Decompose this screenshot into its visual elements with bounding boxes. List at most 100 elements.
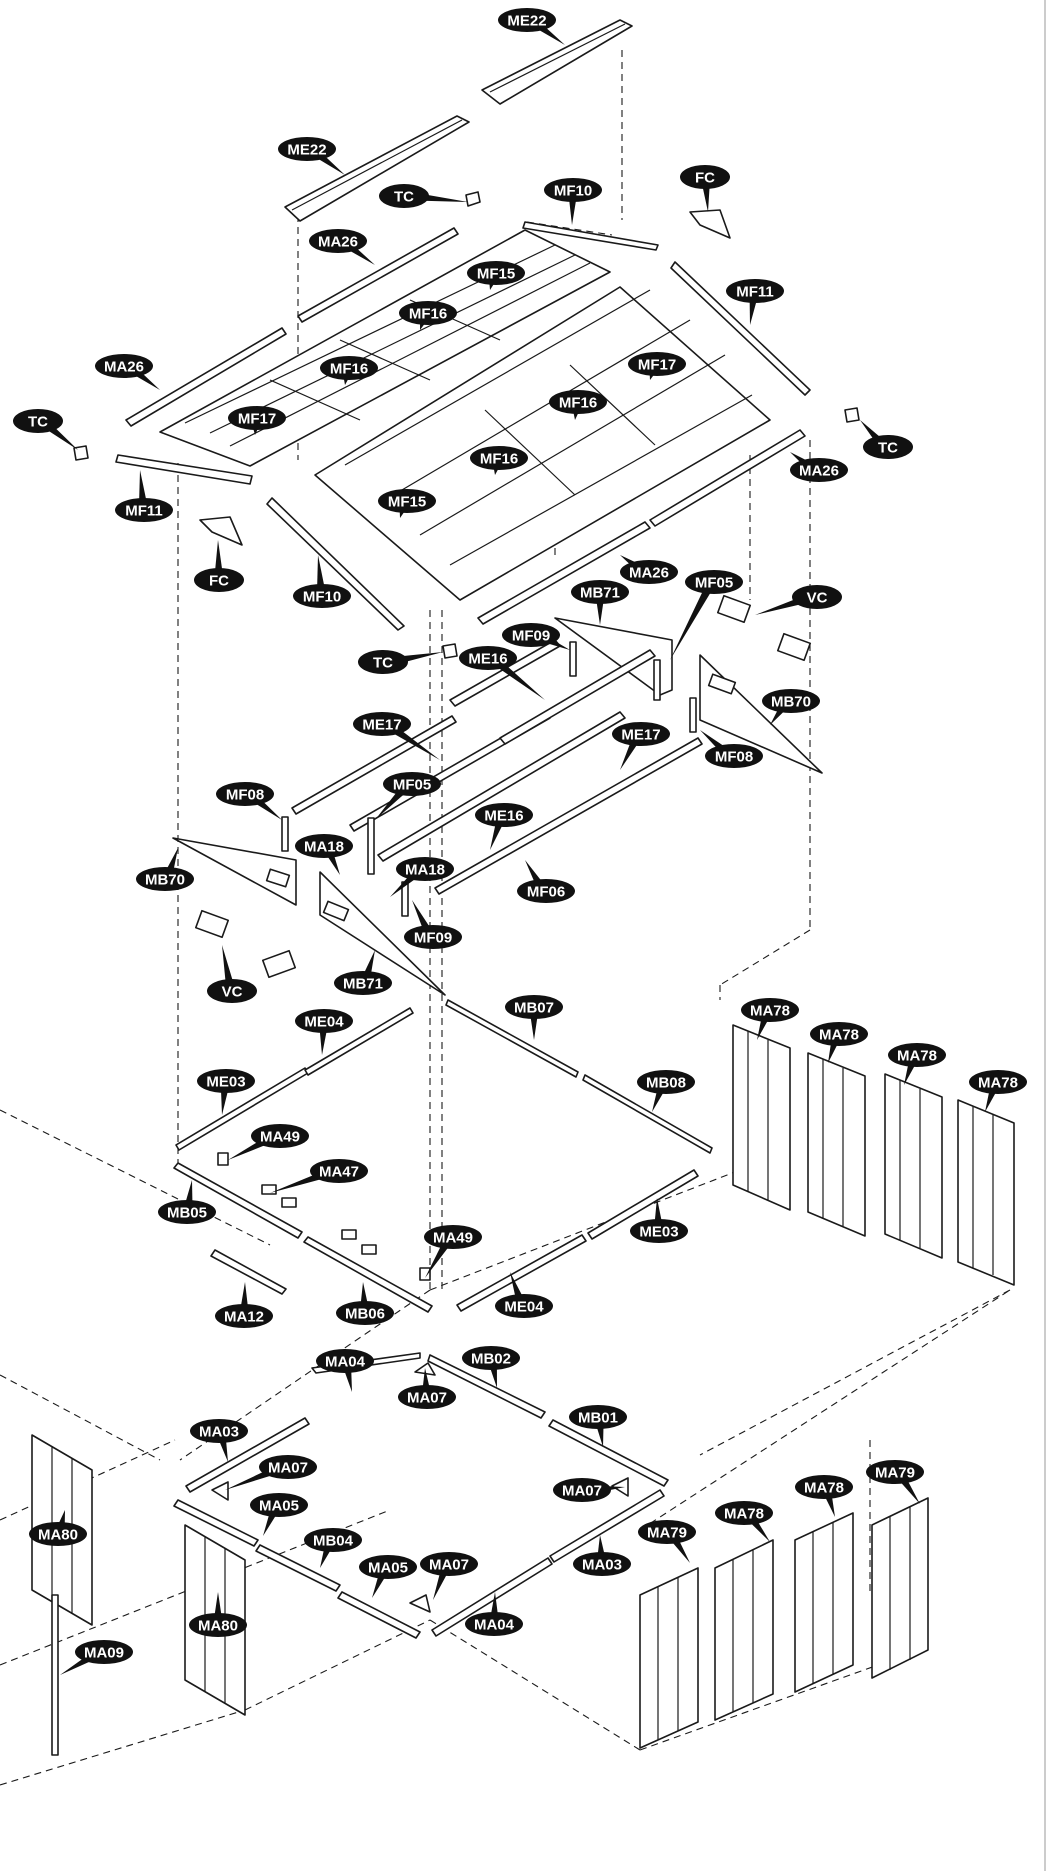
callout-pill xyxy=(197,1069,255,1093)
callout-label: MF09 xyxy=(414,930,452,947)
callout-label: MB06 xyxy=(345,1306,385,1323)
callout-mb01: MB01 xyxy=(569,1405,627,1447)
callout-tc: TC xyxy=(358,650,443,674)
callout-tc: TC xyxy=(13,409,78,450)
callout-leader xyxy=(433,1567,449,1600)
callout-leader xyxy=(596,598,604,625)
callout-pill xyxy=(379,184,429,208)
callout-pill xyxy=(863,435,913,459)
callout-pill xyxy=(638,1520,696,1544)
callout-label: MB07 xyxy=(514,1000,554,1017)
callout-pill xyxy=(495,1294,553,1318)
callout-mf11: MF11 xyxy=(726,279,784,325)
callout-mf08: MF08 xyxy=(700,730,763,768)
callout-label: MA07 xyxy=(429,1557,469,1574)
callout-pill xyxy=(399,301,457,325)
callout-pill xyxy=(573,1552,631,1576)
callout-mf05: MF05 xyxy=(375,772,441,820)
callout-pill xyxy=(259,1455,317,1479)
callout-mf16: MF16 xyxy=(320,356,378,385)
callout-me03: ME03 xyxy=(197,1069,255,1115)
callout-label: MA49 xyxy=(433,1230,473,1247)
callout-mf15: MF15 xyxy=(378,489,436,518)
callout-pill xyxy=(571,580,629,604)
callout-pill xyxy=(628,352,686,376)
callout-ma12: MA12 xyxy=(215,1282,273,1328)
callout-pill xyxy=(207,979,257,1003)
callout-pill xyxy=(190,1419,248,1443)
callout-label: MA05 xyxy=(259,1498,299,1515)
callout-label: MA05 xyxy=(368,1560,408,1577)
callout-pill xyxy=(792,585,842,609)
callout-pill xyxy=(505,995,563,1019)
callout-fc: FC xyxy=(194,540,244,592)
callout-leader xyxy=(425,1239,451,1278)
callout-leader xyxy=(493,658,545,700)
callout-tc: TC xyxy=(860,420,913,459)
callout-ma78: MA78 xyxy=(888,1043,946,1085)
callout-ma07: MA07 xyxy=(553,1478,625,1502)
callout-label: MA78 xyxy=(897,1048,937,1065)
callout-pill xyxy=(549,390,607,414)
vent-parts xyxy=(194,594,812,979)
callout-label: VC xyxy=(807,590,828,607)
callout-ma05: MA05 xyxy=(359,1555,417,1598)
callout-leader xyxy=(701,182,710,212)
callout-label: MB70 xyxy=(145,872,185,889)
callout-label: MA78 xyxy=(819,1027,859,1044)
callout-label: MF05 xyxy=(393,777,431,794)
callout-pill xyxy=(316,1349,374,1373)
callout-label: TC xyxy=(28,414,48,431)
callout-ma18: MA18 xyxy=(390,857,454,897)
callout-label: MF17 xyxy=(638,357,676,374)
callout-pill xyxy=(396,857,454,881)
callout-pill xyxy=(398,1385,456,1409)
callout-pill xyxy=(685,570,743,594)
ridge-cap-parts xyxy=(284,19,633,222)
callout-mf15: MF15 xyxy=(467,261,525,290)
callout-pill xyxy=(705,744,763,768)
callout-ma26: MA26 xyxy=(620,555,678,584)
wall-panel-parts xyxy=(31,1024,1015,1756)
callout-pill xyxy=(810,1022,868,1046)
callout-leader xyxy=(317,555,326,591)
callout-pill xyxy=(553,1478,611,1502)
callout-ma80: MA80 xyxy=(29,1510,87,1546)
callout-label: MF11 xyxy=(125,503,163,520)
callout-pill xyxy=(969,1070,1027,1094)
callout-label: MA04 xyxy=(325,1354,366,1371)
callout-pill xyxy=(250,1493,308,1517)
callout-pill xyxy=(569,1405,627,1429)
callout-pill xyxy=(215,1304,273,1328)
callout-label: VC xyxy=(222,984,243,1001)
callout-fc: FC xyxy=(680,165,730,212)
callout-label: MF16 xyxy=(330,361,368,378)
callout-pill xyxy=(404,925,462,949)
callout-me04: ME04 xyxy=(495,1272,553,1318)
callout-leader xyxy=(139,470,147,505)
callout-ma47: MA47 xyxy=(270,1159,368,1193)
callout-label: MF10 xyxy=(554,183,592,200)
callout-leader xyxy=(220,1086,229,1115)
callout-mb04: MB04 xyxy=(304,1528,362,1568)
callout-me17: ME17 xyxy=(612,722,670,770)
callout-label: MA78 xyxy=(750,1003,790,1020)
callout-me03: ME03 xyxy=(630,1198,688,1243)
callout-pill xyxy=(465,1612,523,1636)
callout-label: ME16 xyxy=(484,808,523,825)
callout-pill xyxy=(680,165,730,189)
callout-mf16: MF16 xyxy=(549,390,607,420)
callout-pill xyxy=(544,178,602,202)
callout-label: ME04 xyxy=(304,1014,344,1031)
callout-pill xyxy=(470,446,528,470)
callout-label: ME16 xyxy=(468,651,507,668)
callout-mf10: MF10 xyxy=(544,178,602,225)
callout-label: MA79 xyxy=(647,1525,687,1542)
roof-trim-parts xyxy=(115,221,811,631)
callout-label: MA47 xyxy=(319,1164,359,1181)
callout-pill xyxy=(336,1301,394,1325)
callout-ma78: MA78 xyxy=(795,1475,853,1517)
callout-label: ME03 xyxy=(206,1074,245,1091)
callout-label: MA49 xyxy=(260,1129,300,1146)
callout-label: MA18 xyxy=(405,862,445,879)
